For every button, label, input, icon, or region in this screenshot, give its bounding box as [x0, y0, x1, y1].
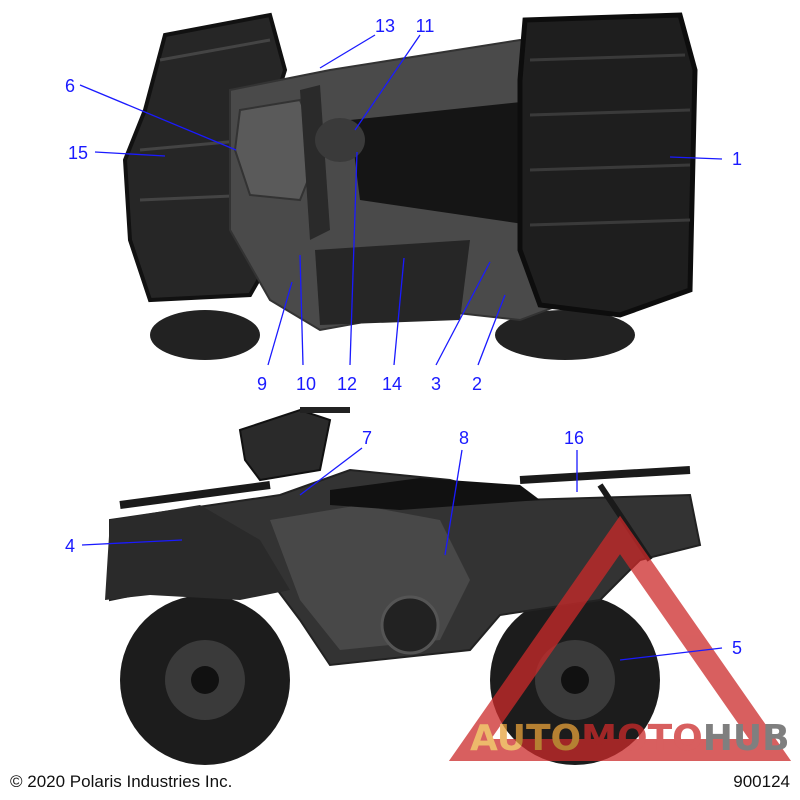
callouts: 13 11 6 15 1 9 10 12 14 3 2 7 8	[65, 16, 742, 661]
watermark-hub: HUB	[703, 718, 790, 759]
atv-top-view	[122, 12, 698, 360]
callout-14: 14	[382, 374, 402, 394]
svg-text:AUTOMOTOHUB: AUTOMOTOHUB	[470, 718, 790, 759]
callout-1: 1	[732, 149, 742, 169]
part-number: 900124	[733, 772, 790, 791]
callout-6: 6	[65, 76, 75, 96]
watermark-logo: AUTOMOTOHUB	[448, 515, 792, 761]
callout-7: 7	[362, 428, 372, 448]
callout-2: 2	[472, 374, 482, 394]
callout-15: 15	[68, 143, 88, 163]
callout-16: 16	[564, 428, 584, 448]
atv-side-view	[105, 407, 702, 765]
callout-9: 9	[257, 374, 267, 394]
copyright-text: © 2020 Polaris Industries Inc.	[10, 772, 233, 791]
callout-11: 11	[416, 16, 435, 36]
watermark-moto: MOTO	[581, 718, 703, 759]
callout-12: 12	[337, 374, 357, 394]
watermark-auto: AUTO	[470, 718, 581, 759]
callout-5: 5	[732, 638, 742, 658]
callout-3: 3	[431, 374, 441, 394]
callout-13: 13	[375, 16, 395, 36]
callout-8: 8	[459, 428, 469, 448]
callout-10: 10	[296, 374, 316, 394]
callout-4: 4	[65, 536, 75, 556]
